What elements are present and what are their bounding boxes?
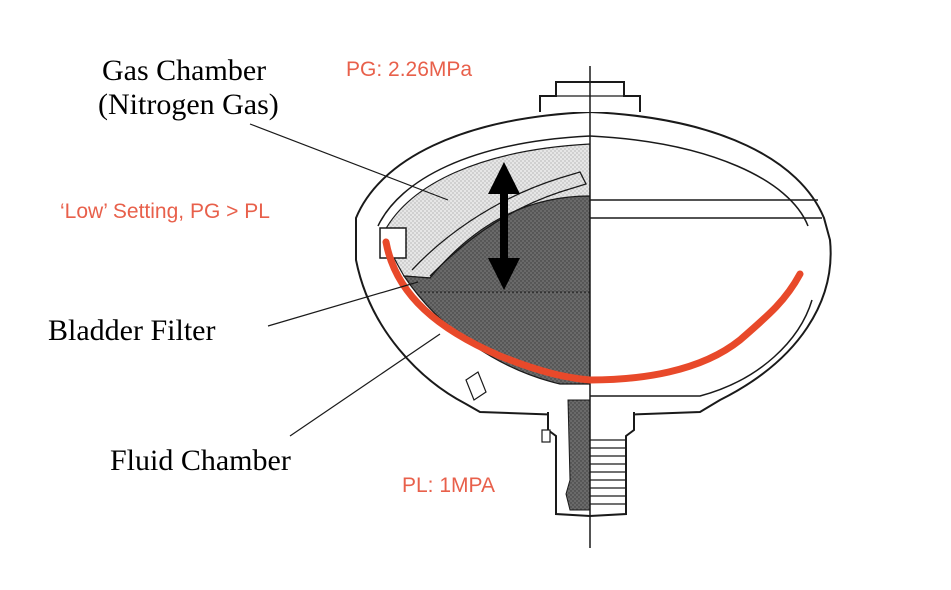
neck-fluid-path xyxy=(565,399,591,511)
fluid-chamber-leader-line xyxy=(289,333,441,437)
fluid-chamber-label: Fluid Chamber xyxy=(110,444,291,477)
bladder-filter-label: Bladder Filter xyxy=(48,314,215,347)
pg-pressure-label: PG: 2.26MPa xyxy=(346,58,472,81)
gas-chamber-label-line1: Gas Chamber xyxy=(102,54,266,87)
neck-side-bump xyxy=(541,429,551,443)
bladder-membrane xyxy=(411,171,587,277)
bladder-position-curve xyxy=(382,238,804,384)
pl-pressure-label: PL: 1MPA xyxy=(402,474,495,497)
double-headed-vertical-arrow-icon xyxy=(488,162,520,290)
shell-lower-ring xyxy=(590,299,813,397)
gas-chamber-label-line2: (Nitrogen Gas) xyxy=(98,88,279,121)
gas-chamber-leader-line xyxy=(249,123,449,201)
bladder-filter-leader-line xyxy=(267,281,419,327)
neck-threads xyxy=(590,439,626,505)
port-neck xyxy=(541,399,635,518)
low-setting-label: ‘Low’ Setting, PG > PL xyxy=(60,200,270,223)
poppet-notch xyxy=(465,371,487,401)
